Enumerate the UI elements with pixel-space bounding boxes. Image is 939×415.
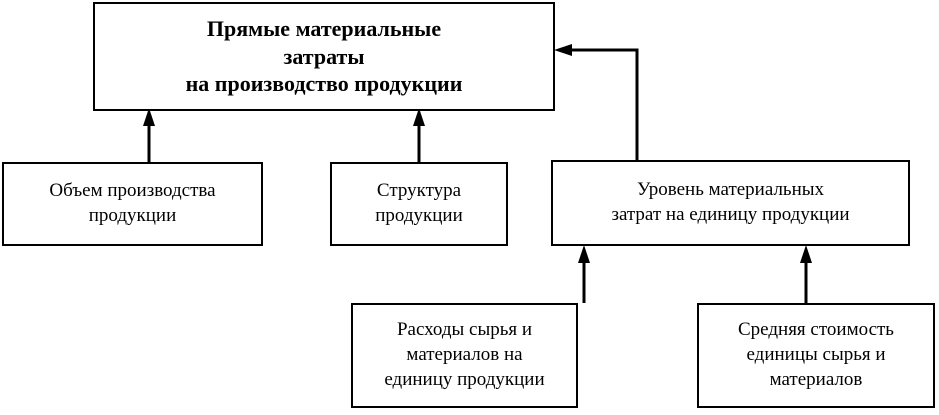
node-raw-material-usage-per-unit: Расходы сырья и материалов на единицу пр… <box>351 303 578 408</box>
node-label: Объем производства продукции <box>49 180 216 226</box>
node-material-cost-level-per-unit: Уровень материальных затрат на единицу п… <box>551 160 910 246</box>
node-direct-material-costs: Прямые материальные затраты на производс… <box>93 2 555 111</box>
node-label: Уровень материальных затрат на единицу п… <box>611 179 850 225</box>
node-production-volume: Объем производства продукции <box>2 162 263 246</box>
node-label: Расходы сырья и материалов на единицу пр… <box>384 319 545 390</box>
node-label: Средняя стоимость единицы сырья и матери… <box>738 319 894 390</box>
node-production-structure: Структура продукции <box>330 162 508 246</box>
node-label: Структура продукции <box>375 180 463 226</box>
node-label: Прямые материальные затраты на производс… <box>185 15 463 97</box>
node-average-unit-price-of-raw-materials: Средняя стоимость единицы сырья и матери… <box>697 303 935 408</box>
